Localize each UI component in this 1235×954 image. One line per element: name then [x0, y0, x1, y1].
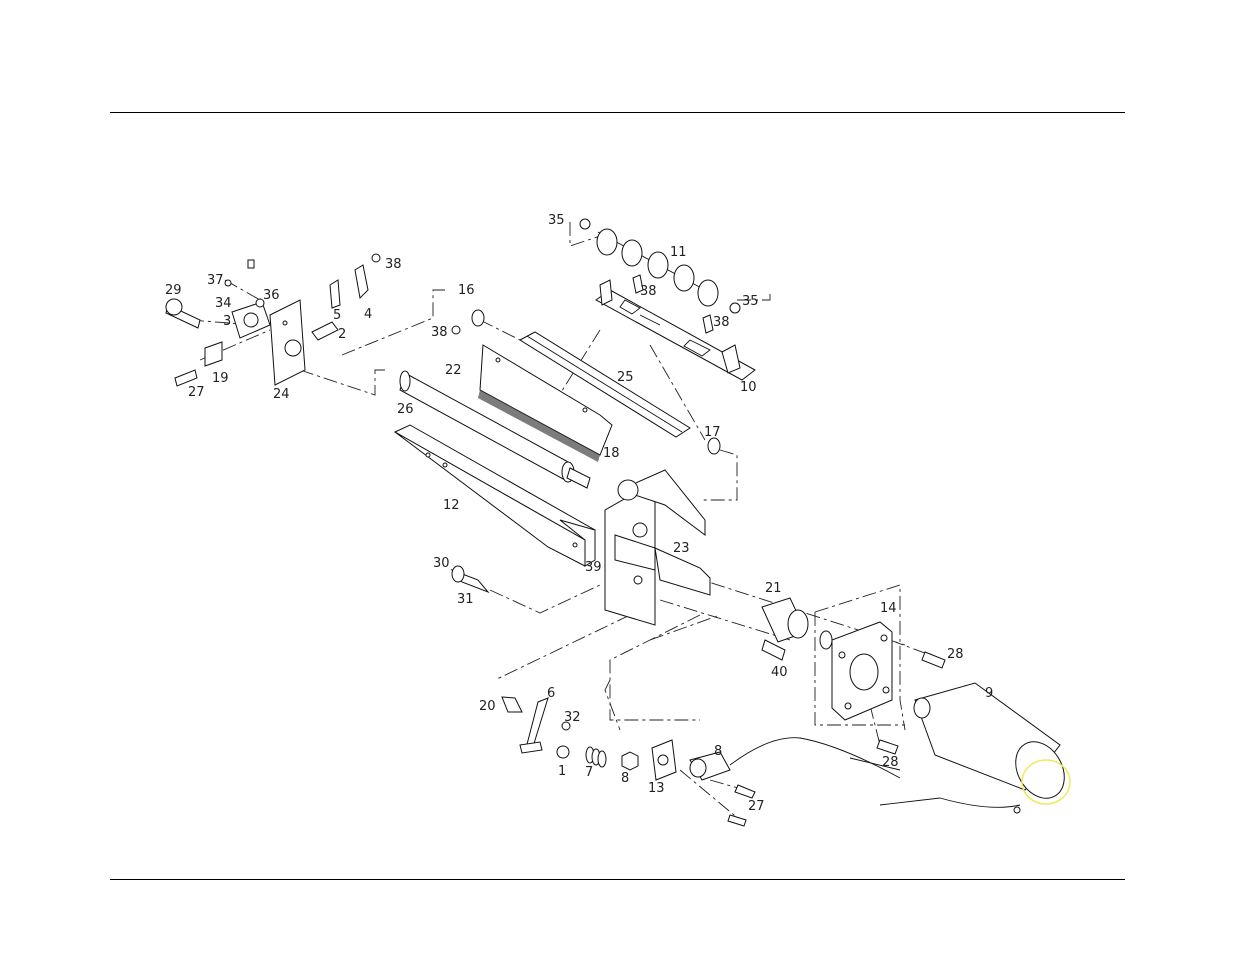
main-frame-part-23	[605, 470, 710, 625]
callout-36: 36	[263, 288, 280, 303]
callout-28: 28	[882, 755, 899, 770]
callout-17: 17	[704, 425, 721, 440]
callout-37: 37	[207, 273, 224, 288]
callout-4: 4	[364, 307, 372, 322]
callout-30: 30	[433, 556, 450, 571]
callout-34: 34	[215, 296, 232, 311]
callout-2: 2	[338, 327, 346, 342]
callout-26: 26	[397, 402, 414, 417]
callout-40: 40	[771, 665, 788, 680]
callout-35: 35	[548, 213, 565, 228]
callout-39: 39	[585, 560, 602, 575]
callout-1: 1	[558, 764, 566, 779]
beam-part-12	[395, 425, 595, 566]
bushing-part-30	[452, 566, 488, 592]
callout-3: 3	[223, 314, 231, 329]
callout-10: 10	[740, 380, 757, 395]
motor-part-9	[730, 683, 1074, 813]
callout-21: 21	[765, 581, 782, 596]
callout-14: 14	[880, 601, 897, 616]
callout-8: 8	[621, 771, 629, 786]
callout-23: 23	[673, 541, 690, 556]
callout-38: 38	[385, 257, 402, 272]
callout-9: 9	[985, 686, 993, 701]
callout-20: 20	[479, 699, 496, 714]
gear-part-21	[762, 598, 832, 660]
callout-25: 25	[617, 370, 634, 385]
callout-35: 35	[742, 294, 759, 309]
callout-11: 11	[670, 245, 687, 260]
callout-31: 31	[457, 592, 474, 607]
side-frame-part-24	[270, 300, 305, 385]
callout-12: 12	[443, 498, 460, 513]
callout-18: 18	[603, 446, 620, 461]
callout-16: 16	[458, 283, 475, 298]
callout-24: 24	[273, 387, 290, 402]
callout-5: 5	[333, 308, 341, 323]
callout-7: 7	[585, 765, 593, 780]
callout-8: 8	[714, 744, 722, 759]
callout-6: 6	[547, 686, 555, 701]
callout-38: 38	[640, 284, 657, 299]
callout-32: 32	[564, 710, 581, 725]
callout-13: 13	[648, 781, 665, 796]
blade-part-22	[478, 345, 612, 462]
callout-38: 38	[431, 325, 448, 340]
callout-27: 27	[748, 799, 765, 814]
callout-38: 38	[713, 315, 730, 330]
callout-22: 22	[445, 363, 462, 378]
callout-27: 27	[188, 385, 205, 400]
callout-19: 19	[212, 371, 229, 386]
callout-28: 28	[947, 647, 964, 662]
bracket-plate-part-10	[596, 280, 755, 380]
callout-29: 29	[165, 283, 182, 298]
linkage-parts	[502, 697, 755, 826]
callout-labels: 35 11 38 35 38 10 38 4 5 37 34 36 29 3 2…	[165, 213, 993, 814]
motor-plate-part-14	[832, 622, 892, 720]
